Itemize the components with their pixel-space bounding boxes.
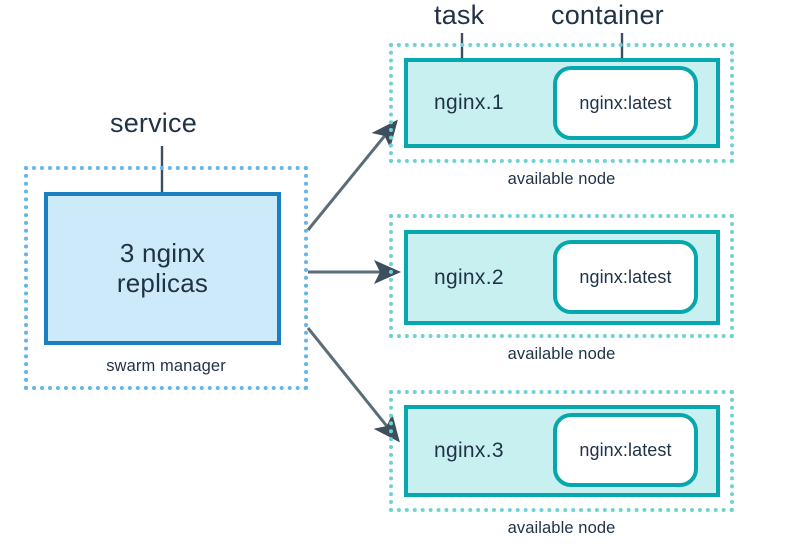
arrow-to-node-3 bbox=[306, 327, 400, 443]
container-box-3[interactable]: nginx:latest bbox=[553, 413, 698, 487]
swarm-manager-group bbox=[24, 166, 308, 390]
available-node-caption-1: available node bbox=[507, 170, 616, 188]
task-label-1: nginx.1 bbox=[434, 91, 504, 115]
container-image-label-1: nginx:latest bbox=[579, 92, 672, 113]
service-box-label-line1: 3 nginx bbox=[119, 238, 206, 269]
service-box[interactable]: 3 nginx replicas bbox=[44, 192, 281, 345]
container-box-2[interactable]: nginx:latest bbox=[553, 240, 698, 314]
available-node-caption-2: available node bbox=[507, 345, 616, 363]
swarm-manager-caption: swarm manager bbox=[106, 357, 226, 375]
available-node-group-3 bbox=[389, 390, 734, 512]
callout-label-container: container bbox=[551, 0, 664, 30]
container-image-label-2: nginx:latest bbox=[579, 266, 672, 287]
callout-label-service: service bbox=[110, 108, 197, 138]
container-box-1[interactable]: nginx:latest bbox=[553, 66, 698, 140]
task-label-2: nginx.2 bbox=[434, 265, 504, 289]
arrow-to-node-1 bbox=[306, 119, 398, 231]
service-box-label-line2: replicas bbox=[116, 267, 209, 298]
container-image-label-3: nginx:latest bbox=[579, 439, 672, 460]
callout-label-task: task bbox=[434, 0, 485, 30]
available-node-caption-3: available node bbox=[507, 519, 616, 537]
available-node-group-2 bbox=[389, 214, 734, 338]
available-node-group-1 bbox=[389, 43, 734, 163]
task-label-3: nginx.3 bbox=[434, 439, 504, 463]
